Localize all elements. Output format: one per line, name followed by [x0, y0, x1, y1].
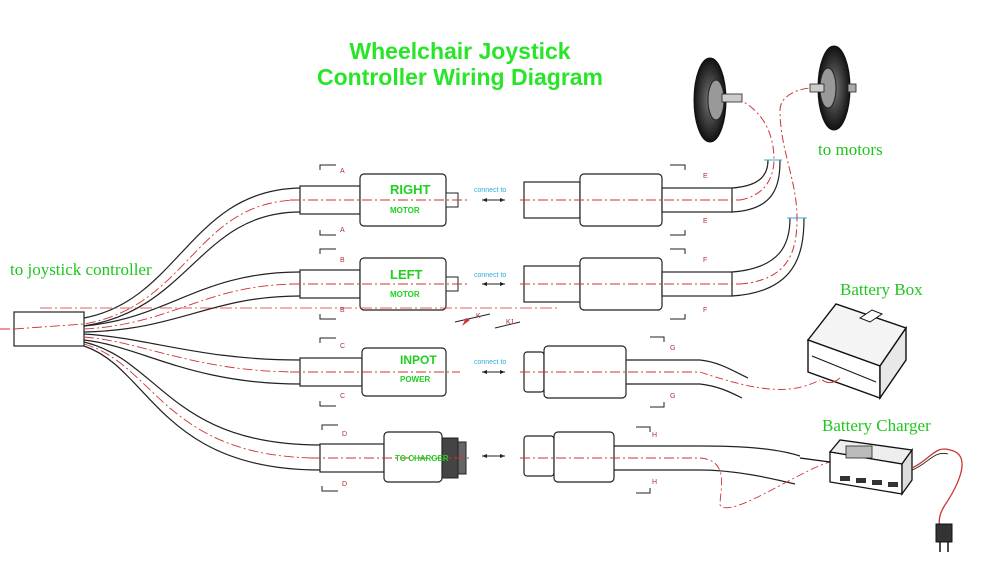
connector-right-motor: RIGHT MOTOR A A: [290, 164, 470, 236]
svg-text:C: C: [340, 393, 345, 400]
joystick-label: to joystick controller: [10, 260, 152, 279]
battery-charger: [799, 439, 963, 552]
cable-branches: [83, 187, 321, 471]
svg-text:A: A: [340, 227, 345, 234]
wheel-motor-left: [693, 57, 743, 143]
svg-text:K1: K1: [506, 319, 515, 326]
svg-text:connect to: connect to: [474, 187, 506, 194]
input-power-line1: INPOT: [400, 353, 437, 367]
svg-text:connect to: connect to: [474, 272, 506, 279]
svg-text:H: H: [652, 432, 657, 439]
mate-input-power: G G: [520, 336, 821, 408]
charger-line1: TO CHARGER: [395, 454, 449, 463]
svg-text:B: B: [340, 257, 345, 264]
svg-text:connect to: connect to: [474, 359, 506, 366]
diagram-title-line-1: Wheelchair Joystick: [349, 38, 571, 64]
connector-charger: TO CHARGER D D: [310, 424, 470, 492]
cable-centerlines: [13, 199, 321, 459]
svg-text:A: A: [340, 168, 345, 175]
svg-text:F: F: [703, 257, 707, 264]
svg-text:D: D: [342, 481, 347, 488]
connector-left-motor: LEFT MOTOR B B: [290, 248, 470, 320]
battery-charger-label: Battery Charger: [822, 416, 931, 435]
svg-text:K: K: [476, 313, 481, 320]
svg-text:C: C: [340, 343, 345, 350]
mate-left-motor: F F: [520, 217, 807, 320]
svg-text:E: E: [703, 173, 708, 180]
svg-text:B: B: [340, 307, 345, 314]
joystick-cable-stub: [0, 311, 85, 347]
svg-text:G: G: [670, 345, 675, 352]
svg-text:F: F: [703, 307, 707, 314]
input-power-line2: POWER: [400, 375, 430, 384]
motor-wires: [739, 87, 813, 285]
left-motor-line2: MOTOR: [390, 290, 420, 299]
wheel-motor-right: [809, 45, 857, 131]
svg-text:D: D: [342, 431, 347, 438]
svg-text:E: E: [703, 218, 708, 225]
section-marks-k: K K1: [40, 307, 560, 329]
right-motor-line1: RIGHT: [390, 182, 431, 197]
mate-right-motor: E E: [520, 159, 782, 236]
connector-input-power: INPOT POWER C C: [290, 337, 460, 407]
battery-box: [806, 303, 908, 401]
motors-label: to motors: [818, 140, 883, 159]
connect-to-arrows: connect to connect to connect to: [474, 187, 506, 458]
mate-charger: H H: [520, 426, 831, 509]
battery-box-label: Battery Box: [840, 280, 923, 299]
svg-text:G: G: [670, 393, 675, 400]
diagram-title-line-2: Controller Wiring Diagram: [316, 64, 604, 90]
right-motor-line2: MOTOR: [390, 206, 420, 215]
svg-text:H: H: [652, 479, 657, 486]
left-motor-line1: LEFT: [390, 267, 423, 282]
